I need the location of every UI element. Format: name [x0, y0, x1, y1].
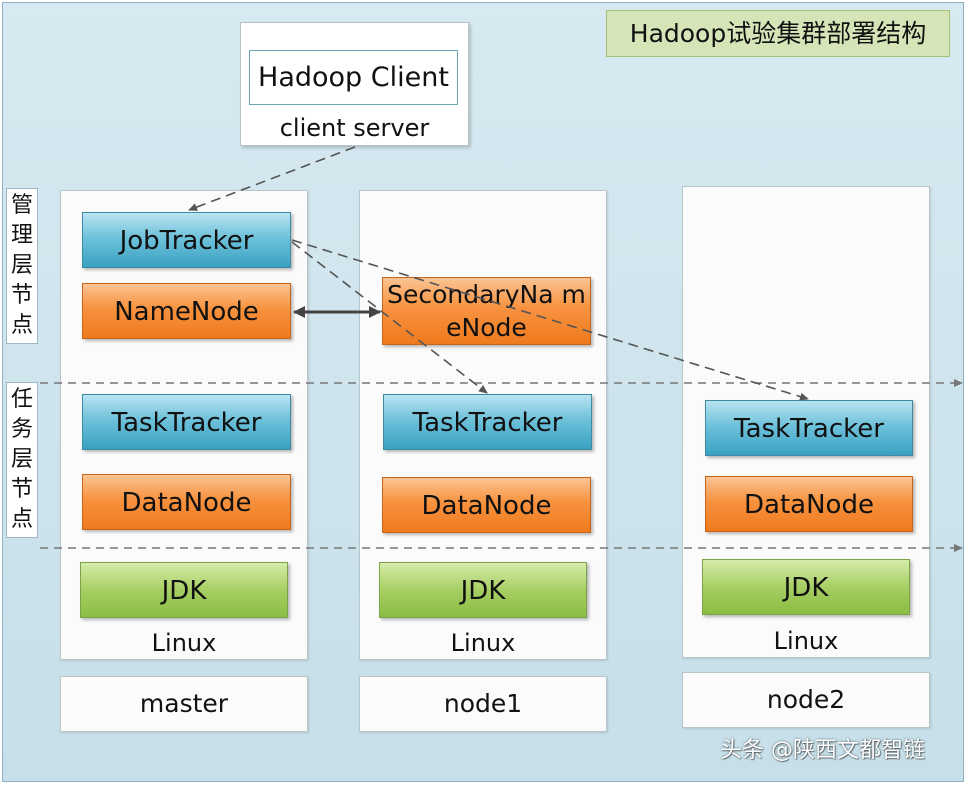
- client-server-label: client server: [279, 114, 430, 142]
- task-layer-char: 点: [10, 507, 33, 532]
- management-layer-char: 节: [10, 283, 33, 308]
- node1-linux-label: Linux: [450, 629, 516, 657]
- node1-jdk: JDK: [379, 562, 587, 618]
- task-layer-char: 节: [10, 477, 33, 502]
- node1-host-label: node1: [359, 676, 607, 732]
- management-layer-char: 点: [10, 313, 33, 338]
- task-layer-label: 任 务 层 节 点: [6, 382, 38, 538]
- task-layer-char: 任: [10, 387, 33, 412]
- management-layer-char: 管: [10, 193, 33, 218]
- master-namenode: NameNode: [82, 283, 291, 339]
- master-linux-label: Linux: [151, 629, 217, 657]
- node1-secondary-namenode: SecondaryNa meNode: [382, 277, 591, 345]
- node2-tasktracker: TaskTracker: [705, 400, 913, 456]
- watermark-text: 头条 @陕西文都智链: [720, 738, 925, 763]
- node2-host-label: node2: [682, 672, 930, 728]
- management-layer-label: 管 理 层 节 点: [6, 188, 38, 344]
- task-layer-char: 层: [10, 447, 33, 472]
- master-datanode: DataNode: [82, 474, 291, 530]
- hadoop-client-box: Hadoop Client: [249, 50, 458, 105]
- node2-jdk: JDK: [702, 559, 910, 615]
- master-jdk: JDK: [80, 562, 288, 618]
- jobtracker-to-node2-tasktracker-arrow: [291, 239, 809, 401]
- diagram-title: Hadoop试验集群部署结构: [606, 10, 950, 57]
- management-layer-char: 理: [10, 223, 33, 248]
- task-layer-char: 务: [10, 417, 33, 442]
- master-host-label: master: [60, 676, 308, 732]
- node2-datanode: DataNode: [705, 476, 913, 532]
- node2-linux-label: Linux: [773, 627, 839, 655]
- jobtracker-to-node1-tasktracker-arrow: [291, 241, 488, 394]
- node1-tasktracker: TaskTracker: [383, 394, 592, 450]
- management-layer-char: 层: [10, 253, 33, 278]
- master-jobtracker: JobTracker: [82, 212, 291, 268]
- client-to-jobtracker-arrow: [188, 146, 356, 211]
- master-tasktracker: TaskTracker: [82, 394, 291, 450]
- node1-datanode: DataNode: [382, 477, 591, 533]
